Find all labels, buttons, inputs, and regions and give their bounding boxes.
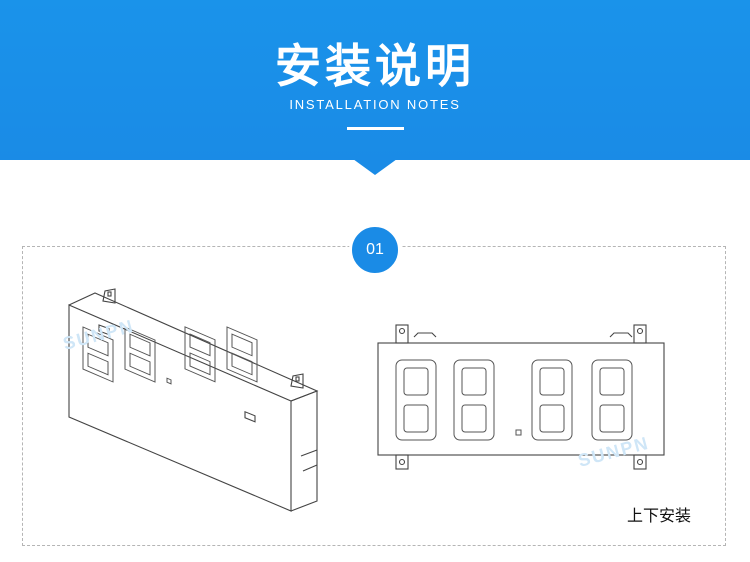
page-subtitle: INSTALLATION NOTES xyxy=(289,97,461,112)
page-title: 安装说明 xyxy=(275,39,475,93)
banner-pointer xyxy=(353,159,397,175)
header-banner xyxy=(0,0,750,160)
watermark: SUNPN xyxy=(576,433,652,471)
display-perspective-illustration: SUNPN xyxy=(61,288,319,512)
installation-caption: 上下安装 xyxy=(627,506,692,525)
display-front-illustration: SUNPN xyxy=(377,324,665,471)
title-underline xyxy=(347,127,404,130)
step-number-badge: 01 xyxy=(349,224,401,276)
